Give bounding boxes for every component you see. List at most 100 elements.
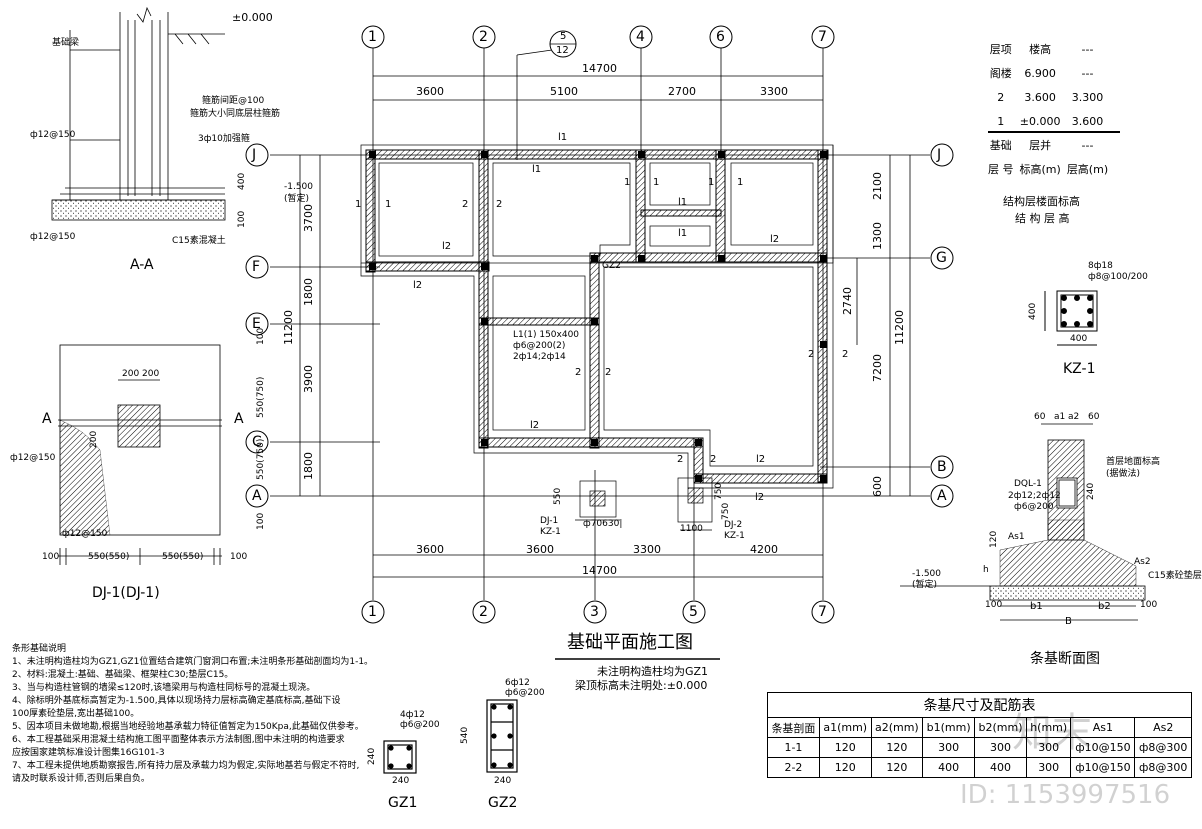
notes-line: 100厚素砼垫层,宽出基础100。: [12, 709, 140, 719]
gz1-rebar-1: 4ф12: [400, 710, 425, 720]
strip-concrete: C15素砼垫层: [1148, 571, 1202, 581]
lvl-cell: 层 号: [988, 163, 1014, 176]
wall-tag-1-a: 1: [355, 199, 362, 210]
strip-dql-stirrup: ф6@200: [1014, 502, 1054, 512]
spec-cell: ф8@300: [1134, 737, 1192, 758]
strip-waterproof-1: 首层地面标高: [1106, 457, 1161, 467]
gz1-dim-240a: 240: [367, 747, 377, 765]
dim-left-small-4: 100: [256, 512, 266, 530]
section-ref-den: 12: [556, 45, 569, 56]
strip-as1: As1: [1008, 532, 1025, 542]
wall-tag-1-f: 1: [737, 177, 744, 188]
section-aa-drawing: [51, 6, 226, 221]
level-caption-1: 结构层楼面标高: [1003, 195, 1080, 208]
lvl-cell: 3.300: [1071, 90, 1104, 104]
dim-right-seg-1: 2100: [871, 172, 884, 200]
wall-tag-2-d: 2: [605, 367, 612, 378]
dim-bottom-seg-3: 3300: [633, 543, 661, 556]
notes-line: 4、除标明外基底标高暂定为-1.500,具体以现场持力层标高确定基底标高,基础下…: [12, 696, 341, 706]
beam-l1-label: L1(1) 150x400: [513, 330, 580, 340]
lvl-cell: ---: [1081, 42, 1094, 56]
gz1-drawing: [383, 740, 417, 774]
wall-tag-l2-f: l2: [755, 492, 765, 503]
dj1-tag: DJ-1: [540, 516, 559, 526]
strip-dim-100a: 100: [985, 600, 1003, 610]
wall-tag-2-e: 2: [808, 349, 815, 360]
strip-dim-120: 120: [989, 530, 999, 548]
kz1-dim-400b: 400: [1070, 334, 1088, 344]
spec-row: 1-1 120 120 300 300 300 ф10@150 ф8@300: [767, 737, 1192, 758]
axis-top-4: 4: [636, 29, 645, 45]
wall-tag-1-e: 1: [708, 177, 715, 188]
gz1-rebar-2: ф6@200: [400, 720, 440, 730]
wall-tag-l2-a: l2: [442, 241, 452, 252]
lvl-cell: 层高(m): [1066, 163, 1109, 176]
dj1-dim-3: 550(550): [162, 552, 204, 562]
wall-tag-l1-c: l1: [678, 228, 688, 239]
wall-tag-2-a: 2: [462, 199, 469, 210]
isolated-footings: [575, 477, 713, 531]
spec-cell: 1-1: [767, 737, 820, 758]
strip-dim-240: 240: [1086, 482, 1096, 500]
axis-left-j: J: [252, 147, 257, 163]
notes-title: 条形基础说明: [12, 644, 67, 654]
dj1-a-right: A: [234, 411, 244, 427]
dim-top-total: 14700: [582, 62, 617, 75]
strip-section-drawing: [900, 423, 1146, 621]
spec-header: a1(mm): [818, 717, 872, 738]
dim-left-small-1: 100: [256, 327, 266, 345]
axis-top-2: 2: [479, 29, 488, 45]
strip-dql: DQL-1: [1014, 479, 1042, 489]
dj2-tag: DJ-2: [724, 520, 743, 530]
aa-concrete: C15素混凝土: [172, 236, 226, 246]
notes-line: 请及时联系设计师,否则后果自负。: [12, 774, 150, 784]
beam-l1-main: 2ф14;2ф14: [513, 352, 566, 362]
footing-dim-750a: 750: [714, 482, 724, 500]
footing-outlines: [360, 144, 834, 489]
wall-tag-2-b: 2: [496, 199, 503, 210]
strip-b1: b1: [1030, 601, 1043, 612]
axis-right-a: A: [937, 488, 947, 504]
axis-bottom-2: 2: [479, 604, 488, 620]
spec-cell: 120: [818, 737, 872, 758]
aa-elev: ±0.000: [232, 11, 273, 24]
strip-dim-60b: 60: [1088, 412, 1100, 422]
dim-left-seg-3: 3900: [302, 365, 315, 393]
strip-waterproof-2: (据做法): [1106, 469, 1141, 479]
spec-cell: 120: [870, 757, 924, 778]
dim-bottom-seg-1: 3600: [416, 543, 444, 556]
lvl-cell: 楼高: [1029, 43, 1052, 56]
axis-top-7: 7: [818, 29, 827, 45]
dim-top-seg-3: 2700: [668, 85, 696, 98]
wall-tag-2-g: 2: [677, 454, 684, 465]
dim-right-total: 11200: [893, 310, 906, 345]
lvl-cell: 3.600: [1024, 90, 1056, 104]
notes-line: 3、当与构造柱管钢的墙梁≤120时,该墙梁用与构造柱同标号的混凝土现浇。: [12, 683, 316, 693]
strip-dim-60a: 60: [1034, 412, 1046, 422]
level-caption-2: 结 构 层 高: [1015, 212, 1070, 225]
aa-stirrup-1: 箍筋间距@100: [202, 96, 265, 106]
lvl-cell: 3.600: [1071, 114, 1104, 128]
dim-right-inner: 2740: [841, 287, 854, 315]
gz2-rebar-2: ф6@200: [505, 688, 545, 698]
dim-bottom-total: 14700: [582, 564, 617, 577]
gz2-tag: GZ2: [602, 261, 621, 271]
kz1-title: KZ-1: [1063, 361, 1096, 377]
dim-left-seg-4: 1800: [302, 452, 315, 480]
lvl-cell: 层项: [989, 43, 1012, 56]
beam-l1-stirrup: ф6@200(2): [513, 341, 566, 351]
main-note-2: 梁顶标高未注明处:±0.000: [575, 679, 708, 692]
notes-line: 7、本工程未提供地质勘察报告,所有持力层及承载力均为假定,实际地基若与假定不符时…: [12, 761, 360, 771]
axis-left-a: A: [252, 488, 262, 504]
wall-tag-l2-c: l2: [413, 280, 423, 291]
dim-bottom-seg-2: 3600: [526, 543, 554, 556]
dj1-title: DJ-1(DJ-1): [92, 585, 160, 601]
aa-beam: 基础梁: [52, 38, 80, 48]
dj1-rebar-2: ф12@150: [62, 529, 108, 539]
section-ref-num: 5: [560, 31, 567, 42]
axis-top-6: 6: [716, 29, 725, 45]
spec-header: 条基剖面: [767, 717, 820, 738]
kz1-tag-b: KZ-1: [724, 531, 745, 541]
lvl-cell: 1: [997, 114, 1005, 128]
